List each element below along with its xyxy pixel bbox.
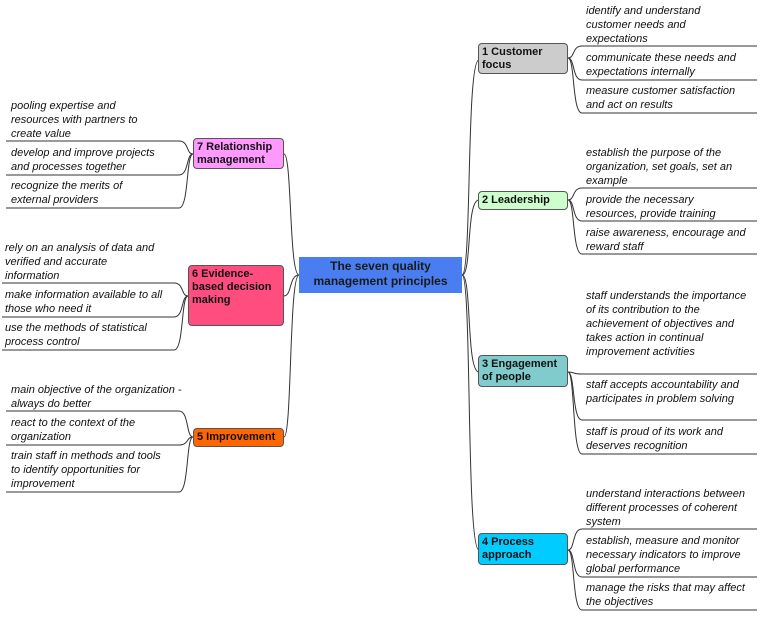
leaf-item[interactable]: train staff in methods and tools to iden… [11, 450, 161, 490]
leaf-item[interactable]: communicate these needs and expectations… [586, 52, 736, 78]
leaf-item[interactable]: provide the necessary resources, provide… [586, 194, 716, 220]
leaf-item[interactable]: measure customer satisfaction and act on… [586, 85, 736, 111]
leaf-item[interactable]: main objective of the organization - alw… [11, 384, 182, 410]
central-topic[interactable]: The seven quality management principles [299, 257, 462, 293]
principle-customer-focus[interactable]: 1 Customer focus [478, 43, 568, 74]
leaf-item[interactable]: staff accepts accountability and partici… [586, 379, 739, 405]
leaf-item[interactable]: raise awareness, encourage and reward st… [586, 227, 746, 253]
leaf-item[interactable]: recognize the merits of external provide… [11, 180, 123, 206]
leaf-item[interactable]: understand interactions between differen… [586, 488, 745, 528]
leaf-item[interactable]: use the methods of statistical process c… [5, 322, 147, 348]
leaf-item[interactable]: rely on an analysis of data and verified… [5, 242, 155, 282]
leaf-item[interactable]: establish, measure and monitor necessary… [586, 535, 741, 575]
principle-engagement-of-people[interactable]: 3 Engagement of people [478, 355, 568, 387]
leaf-item[interactable]: establish the purpose of the organizatio… [586, 147, 733, 187]
leaf-item[interactable]: pooling expertise and resources with par… [11, 100, 138, 140]
leaf-item[interactable]: identify and understand customer needs a… [586, 5, 701, 45]
leaf-item[interactable]: react to the context of the organization [11, 417, 136, 443]
principle-evidence-based-decision-making[interactable]: 6 Evidence-based decision making [188, 265, 284, 326]
principle-improvement[interactable]: 5 Improvement [193, 428, 284, 447]
leaf-item[interactable]: manage the risks that may affect the obj… [586, 582, 745, 608]
leaf-item[interactable]: staff understands the importance of its … [586, 290, 747, 358]
leaf-item[interactable]: staff is proud of its work and deserves … [586, 426, 723, 452]
leaf-item[interactable]: make information available to all those … [5, 289, 163, 315]
principle-leadership[interactable]: 2 Leadership [478, 191, 568, 210]
leaf-item[interactable]: develop and improve projects and process… [11, 147, 155, 173]
principle-relationship-management[interactable]: 7 Relationship management [193, 138, 284, 169]
principle-process-approach[interactable]: 4 Process approach [478, 533, 568, 565]
